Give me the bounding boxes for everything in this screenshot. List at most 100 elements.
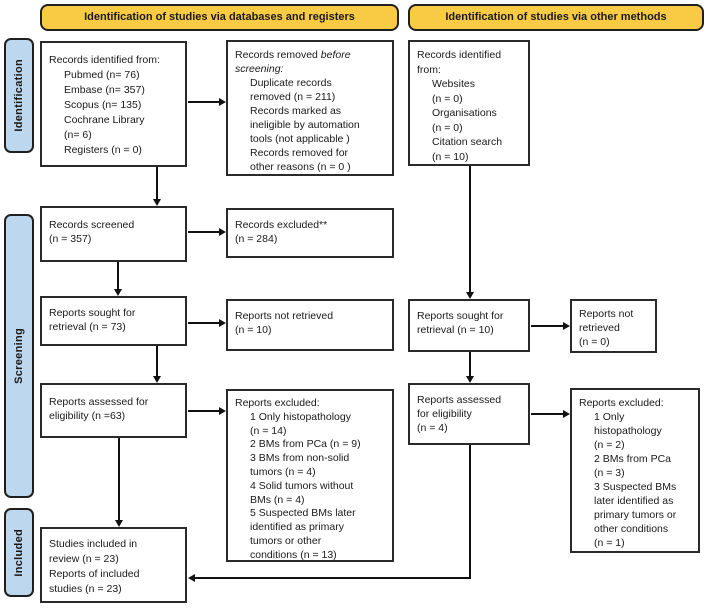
- stage-included-label: Included: [13, 528, 25, 577]
- header-other-methods-label: Identification of studies via other meth…: [445, 10, 667, 23]
- arrow-line: [118, 438, 120, 521]
- arrow-line: [469, 445, 471, 579]
- text-line: 1 Only: [594, 411, 625, 423]
- box-reports-assessed-other: Reports assessed for eligibility (n = 4): [408, 383, 530, 445]
- text-line: Reports assessed: [417, 394, 502, 406]
- text-line: eligibility (n =63): [49, 410, 126, 422]
- text-line: retrieval (n = 73): [49, 321, 126, 333]
- text-line: ineligible by automation: [250, 119, 360, 131]
- arrow-head-down-icon: [114, 289, 122, 296]
- text-line: Registers (n = 0): [64, 144, 142, 156]
- box-records-screened: Records screened (n = 357): [40, 206, 187, 262]
- arrow-head-down-icon: [466, 376, 474, 383]
- stage-screening: Screening: [4, 214, 34, 498]
- header-other-methods: Identification of studies via other meth…: [408, 4, 704, 31]
- text-line: (n = 14): [250, 424, 287, 437]
- header-databases-registers: Identification of studies via databases …: [40, 4, 399, 31]
- arrow-line: [188, 231, 220, 233]
- box-studies-included: Studies included in review (n = 23) Repo…: [40, 527, 187, 603]
- box-reports-assessed-databases: Reports assessed for eligibility (n =63): [40, 383, 187, 438]
- arrow-head-down-icon: [115, 520, 123, 527]
- text-line: conditions (n = 13): [250, 548, 337, 561]
- text-line: studies (n = 23): [49, 583, 122, 595]
- arrow-line: [117, 262, 119, 290]
- text-line: retrieved: [579, 322, 620, 334]
- text-line: Reports sought for: [49, 307, 136, 319]
- text-line: Studies included in: [49, 538, 138, 550]
- text-line: Records removed for: [250, 147, 349, 159]
- text-line: Embase (n= 357): [64, 84, 145, 96]
- text-line: identified as primary: [250, 521, 344, 534]
- text-line: (n = 10): [432, 150, 469, 163]
- arrow-line: [469, 166, 471, 293]
- text-line: (n = 4): [417, 422, 448, 434]
- arrow-head-right-icon: [219, 407, 226, 415]
- arrow-head-right-icon: [219, 98, 226, 106]
- text-line: Records excluded**: [235, 219, 328, 231]
- text-line: screening:: [235, 63, 284, 75]
- text-line: Reports assessed for: [49, 396, 149, 408]
- text-line: Duplicate records: [250, 77, 332, 89]
- text-segment: Records removed: [235, 49, 321, 61]
- text-line: Reports excluded:: [579, 397, 664, 409]
- text-line: retrieval (n = 10): [417, 324, 494, 336]
- header-databases-label: Identification of studies via databases …: [84, 10, 355, 23]
- arrow-head-down-icon: [466, 292, 474, 299]
- text-line: histopathology: [594, 425, 662, 437]
- stage-identification-label: Identification: [13, 59, 25, 132]
- text-line: Pubmed (n= 76): [64, 69, 140, 81]
- box-reports-not-retrieved-databases: Reports not retrieved (n = 10): [226, 299, 394, 351]
- arrow-head-right-icon: [563, 322, 570, 330]
- box-reports-not-retrieved-other: Reports not retrieved (n = 0): [570, 299, 657, 353]
- arrow-head-down-icon: [153, 199, 161, 206]
- text-line: primary tumors or: [594, 509, 677, 521]
- text-line: tumors or other: [250, 534, 322, 547]
- text-line: Cochrane Library: [64, 114, 145, 126]
- text-line: review (n = 23): [49, 553, 119, 565]
- text-line: BMs (n = 4): [250, 493, 305, 506]
- arrow-line: [188, 410, 220, 412]
- text-line: 2 BMs from PCa: [594, 453, 672, 465]
- text-line: (n = 3): [594, 467, 625, 479]
- arrow-line: [531, 413, 563, 415]
- box-records-identified-other: Records identified from: Websites (n = 0…: [408, 40, 530, 166]
- arrow-head-down-icon: [153, 376, 161, 383]
- text-line: Records identified from:: [49, 54, 160, 66]
- text-line: other reasons (n = 0 ): [250, 161, 351, 173]
- text-line: for eligibility: [417, 408, 472, 420]
- text-line: Organisations: [432, 107, 497, 119]
- stage-included: Included: [4, 508, 34, 597]
- text-line: from:: [417, 63, 441, 76]
- arrow-head-right-icon: [563, 410, 570, 418]
- text-line: Websites: [432, 78, 475, 90]
- text-line: later identified as: [594, 495, 674, 507]
- text-line: tools (not applicable ): [250, 133, 350, 145]
- text-line: 3 Suspected BMs: [594, 481, 677, 493]
- text-line: Reports not retrieved: [235, 310, 334, 322]
- text-line: 2 BMs from PCa (n = 9): [250, 438, 361, 451]
- box-reports-excluded-databases: Reports excluded: 1 Only histopathology …: [226, 389, 394, 562]
- arrow-line: [188, 322, 220, 324]
- text-line: Reports of included: [49, 568, 140, 580]
- text-line: (n = 2): [594, 439, 625, 451]
- arrow-head-right-icon: [219, 319, 226, 327]
- box-records-excluded: Records excluded** (n = 284): [226, 208, 394, 258]
- arrow-line: [469, 352, 471, 377]
- box-reports-sought-other: Reports sought for retrieval (n = 10): [408, 299, 530, 352]
- text-line: Records marked as: [250, 105, 342, 117]
- stage-screening-label: Screening: [13, 328, 25, 384]
- text-line: Records screened: [49, 219, 135, 231]
- text-line: tumors (n = 4): [250, 465, 316, 478]
- text-segment-italic: before: [320, 49, 351, 61]
- text-line: (n = 0): [579, 336, 610, 348]
- arrow-head-right-icon: [219, 228, 226, 236]
- arrow-line: [156, 346, 158, 377]
- arrow-line: [156, 167, 158, 200]
- text-line: (n = 0): [432, 92, 463, 105]
- text-line: Records identified: [417, 49, 502, 61]
- text-line: Reports sought for: [417, 310, 504, 322]
- text-line: (n= 6): [64, 129, 92, 141]
- text-line: 4 Solid tumors without: [250, 479, 354, 492]
- text-line: 1 Only histopathology: [250, 410, 351, 423]
